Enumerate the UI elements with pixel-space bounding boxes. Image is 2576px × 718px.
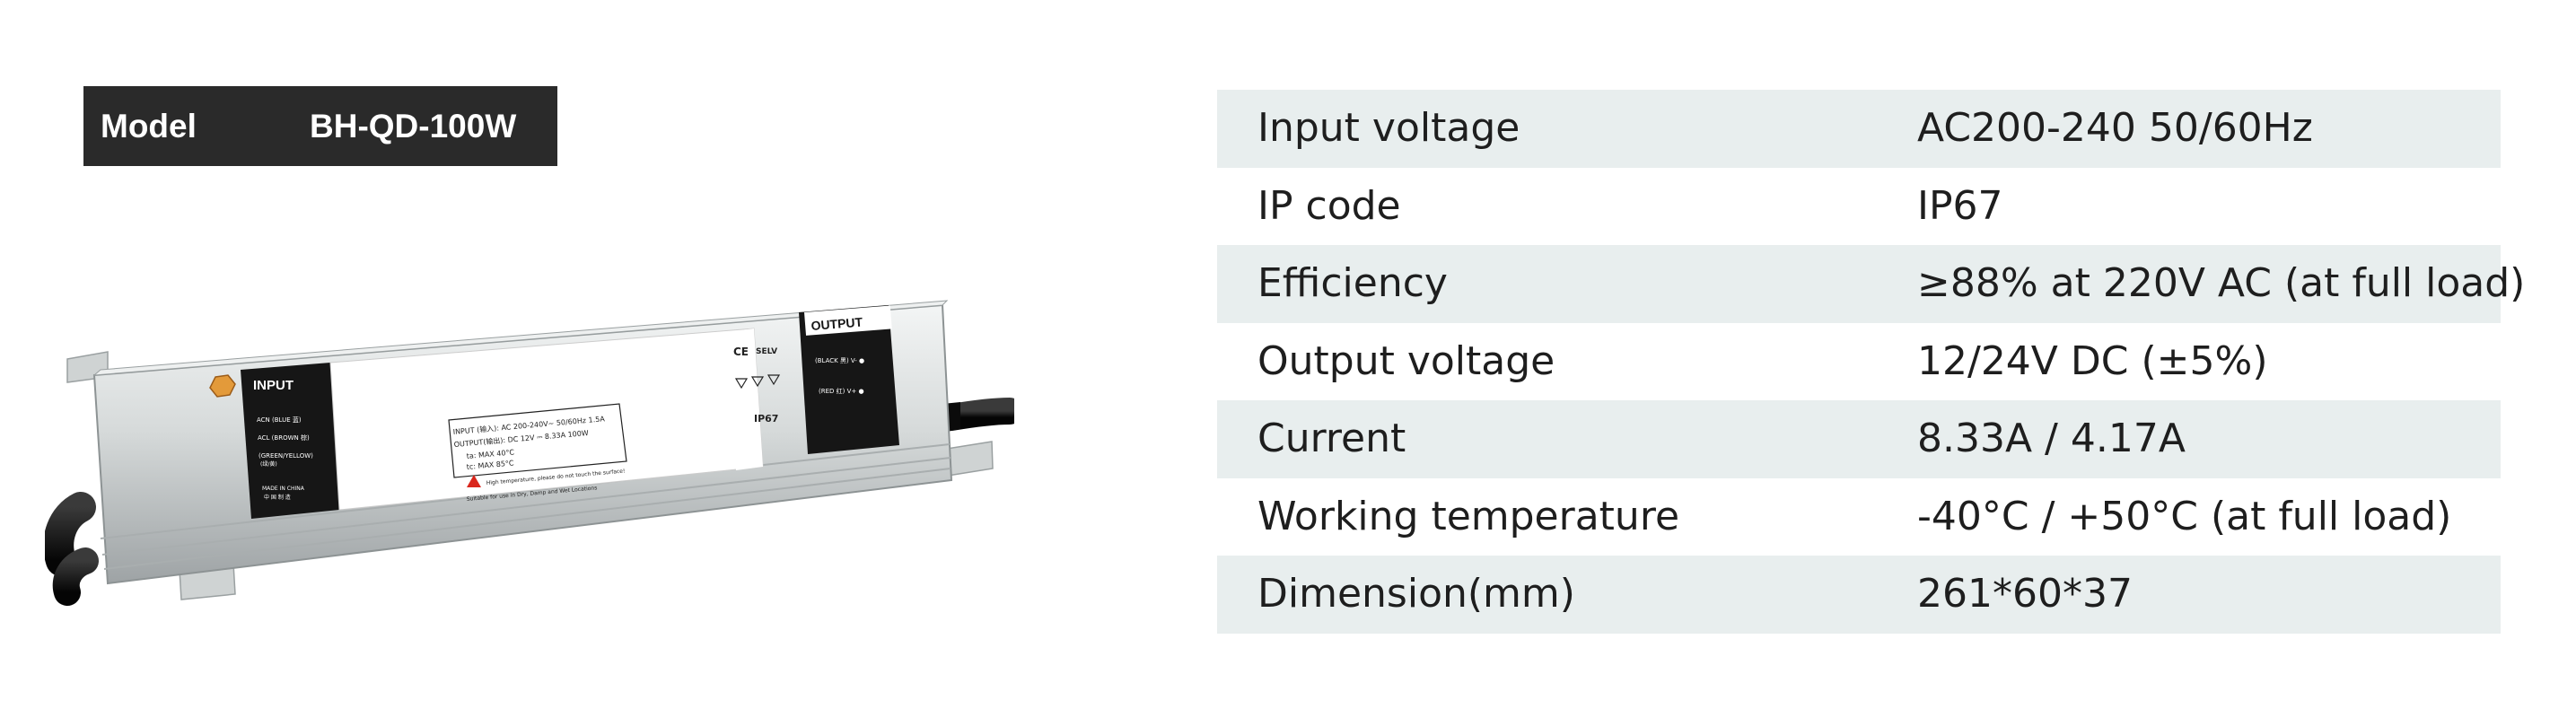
label-selv: SELV (756, 347, 777, 356)
spec-row-efficiency: Efficiency ≥88% at 220V AC (at full load… (1217, 245, 2525, 323)
label-output-panel: OUTPUT (BLACK 黑) V- ● (RED 红) V+ ● (799, 305, 899, 454)
spec-key: Current (1257, 416, 1406, 461)
spec-row-current: Current 8.33A / 4.17A (1217, 400, 2501, 478)
warning-icon (467, 475, 481, 487)
spec-value: AC200-240 50/60Hz (1917, 105, 2313, 151)
spec-key: Output voltage (1257, 337, 1555, 384)
spec-key: IP code (1257, 182, 1401, 229)
input-cable (45, 492, 99, 606)
cert-icon (767, 374, 781, 386)
model-badge: Model BH-QD-100W (83, 86, 557, 166)
cert-icon (750, 376, 765, 388)
spec-row-output-voltage: Output voltage 12/24V DC (±5%) (1217, 323, 2501, 401)
spec-table: Input voltage AC200-240 50/60Hz IP code … (1217, 90, 2525, 634)
spec-value: 8.33A / 4.17A (1917, 416, 2186, 461)
spec-row-input-voltage: Input voltage AC200-240 50/60Hz (1217, 90, 2501, 168)
spec-key: Efficiency (1257, 260, 1448, 306)
product-image: INPUT ACN (BLUE 蓝) ACL (BROWN 棕) (GREEN/… (45, 300, 1014, 606)
spec-key: Dimension(mm) (1257, 571, 1575, 617)
spec-row-dimension: Dimension(mm) 261*60*37 (1217, 556, 2501, 634)
label-input-panel: INPUT ACN (BLUE 蓝) ACL (BROWN 棕) (GREEN/… (241, 363, 339, 519)
spec-value: IP67 (1917, 182, 2003, 229)
label-input-line: ACN (BLUE 蓝) (257, 416, 302, 424)
label-made-in-cn: 中 国 制 造 (264, 494, 291, 501)
cert-icon (734, 378, 749, 390)
spec-value: 12/24V DC (±5%) (1917, 337, 2268, 384)
model-label: Model (101, 108, 197, 144)
label-output-line: (BLACK 黑) V- ● (815, 357, 864, 364)
spec-key: Input voltage (1257, 105, 1520, 151)
ce-mark-icon: CE (733, 346, 749, 358)
spec-key: Working temperature (1257, 493, 1680, 539)
label-made-in: MADE IN CHINA (262, 486, 305, 492)
spec-value: -40°C / +50°C (at full load) (1917, 493, 2452, 539)
label-input-line: (GREEN/YELLOW) (258, 452, 313, 460)
spec-row-working-temperature: Working temperature -40°C / +50°C (at fu… (1217, 478, 2501, 556)
spec-value: ≥88% at 220V AC (at full load) (1917, 260, 2526, 306)
label-ip-code: IP67 (754, 413, 778, 425)
label-input-line: (绿/黄) (260, 460, 277, 468)
label-spec-panel: INPUT (输入): AC 200-240V~ 50/60Hz 1.5A OU… (329, 328, 781, 511)
screw-icon (209, 374, 236, 398)
model-value: BH-QD-100W (310, 108, 517, 144)
output-cable (938, 398, 1014, 433)
label-input-line: ACL (BROWN 棕) (258, 433, 310, 442)
label-input-header: INPUT (253, 378, 294, 393)
spec-row-ip-code: IP code IP67 (1217, 168, 2501, 246)
spec-value: 261*60*37 (1917, 571, 2133, 617)
label-output-header: OUTPUT (810, 314, 863, 333)
label-output-line: (RED 红) V+ ● (819, 387, 864, 395)
mounting-tab (946, 441, 994, 477)
